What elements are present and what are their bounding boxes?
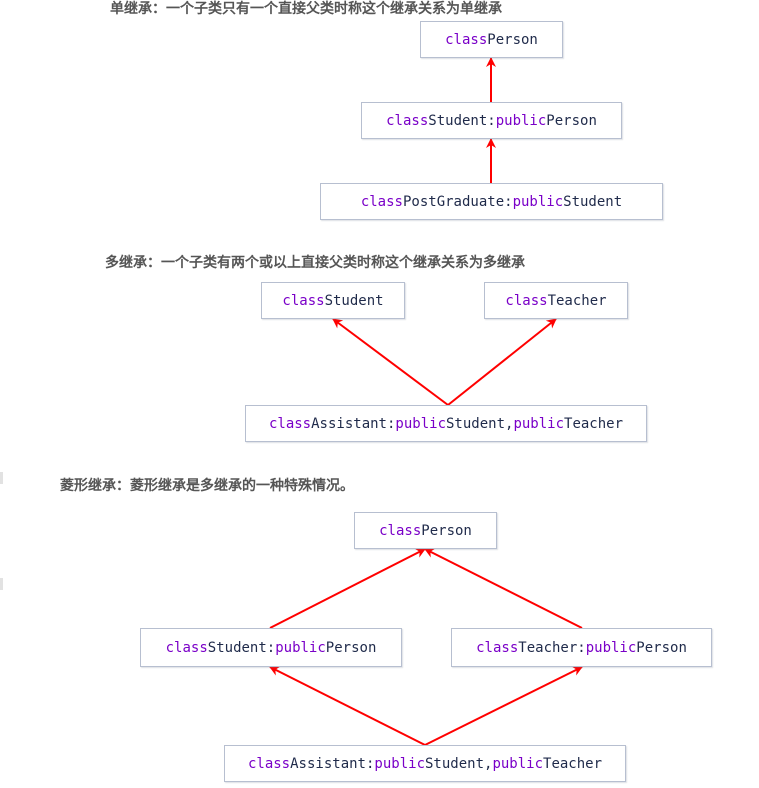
arrow-assistant-to-student-diamond — [269, 666, 426, 746]
keyword-public: public — [492, 755, 544, 772]
base-class-name: Student, — [425, 755, 493, 772]
base-class-name: Teacher — [543, 755, 603, 772]
multiple-inheritance-heading: 多继承：一个子类有两个或以上直接父类时称这个继承关系为多继承 — [105, 255, 525, 271]
keyword-public: public — [513, 415, 565, 432]
class-box-teacher: class Teacher:public Person — [451, 628, 712, 667]
base-class-name: Student, — [446, 415, 514, 432]
arrow-student-to-person-diamond — [269, 548, 426, 629]
arrow-assistant-to-teacher — [447, 318, 557, 406]
keyword-public: public — [585, 639, 637, 656]
class-box-postgraduate: class PostGraduate:public Student — [320, 183, 663, 220]
class-box-person: class Person — [420, 21, 563, 58]
class-name: Student — [324, 292, 384, 309]
keyword-public: public — [495, 112, 547, 129]
arrow-assistant-to-teacher-diamond — [424, 666, 583, 746]
class-name: Assistant: — [311, 415, 396, 432]
keyword-class: class — [386, 112, 429, 129]
base-class-name: Teacher — [564, 415, 624, 432]
base-class-name: Person — [546, 112, 597, 129]
single-inheritance-heading: 单继承：一个子类只有一个直接父类时称这个继承关系为单继承 — [110, 1, 502, 17]
class-name: Teacher: — [518, 639, 586, 656]
arrow-assistant-to-student — [332, 318, 449, 406]
arrow-teacher-to-person-diamond — [424, 548, 583, 629]
keyword-class: class — [476, 639, 519, 656]
keyword-class: class — [247, 755, 291, 772]
class-box-student: class Student:public Person — [361, 102, 622, 139]
class-name: Teacher — [547, 292, 607, 309]
keyword-public: public — [395, 415, 446, 432]
keyword-public: public — [374, 755, 425, 772]
margin-marker — [0, 578, 3, 590]
keyword-class: class — [282, 292, 325, 309]
keyword-class: class — [268, 415, 312, 432]
class-name: Student: — [428, 112, 496, 129]
base-class-name: Person — [325, 639, 377, 656]
class-box-student: class Student — [261, 282, 405, 319]
class-name: Assistant: — [290, 755, 375, 772]
keyword-public: public — [275, 639, 326, 656]
keyword-class: class — [360, 193, 403, 210]
keyword-class: class — [445, 31, 488, 48]
class-name: Person — [487, 31, 538, 48]
class-name: Student: — [207, 639, 276, 656]
keyword-class: class — [505, 292, 548, 309]
base-class-name: Student — [563, 193, 623, 210]
class-box-assistant: class Assistant:public Student,public Te… — [245, 405, 647, 442]
base-class-name: Person — [636, 639, 687, 656]
class-box-teacher: class Teacher — [484, 282, 628, 319]
keyword-class: class — [165, 639, 208, 656]
class-name: Person — [421, 522, 472, 539]
keyword-class: class — [379, 522, 422, 539]
class-box-student: class Student:public Person — [140, 628, 402, 667]
class-box-assistant: class Assistant:public Student,public Te… — [224, 745, 626, 782]
class-box-person: class Person — [354, 512, 497, 549]
keyword-public: public — [512, 193, 564, 210]
margin-marker — [0, 472, 3, 484]
diamond-inheritance-heading: 菱形继承：菱形继承是多继承的一种特殊情况。 — [60, 478, 354, 494]
class-name: PostGraduate: — [402, 193, 513, 210]
